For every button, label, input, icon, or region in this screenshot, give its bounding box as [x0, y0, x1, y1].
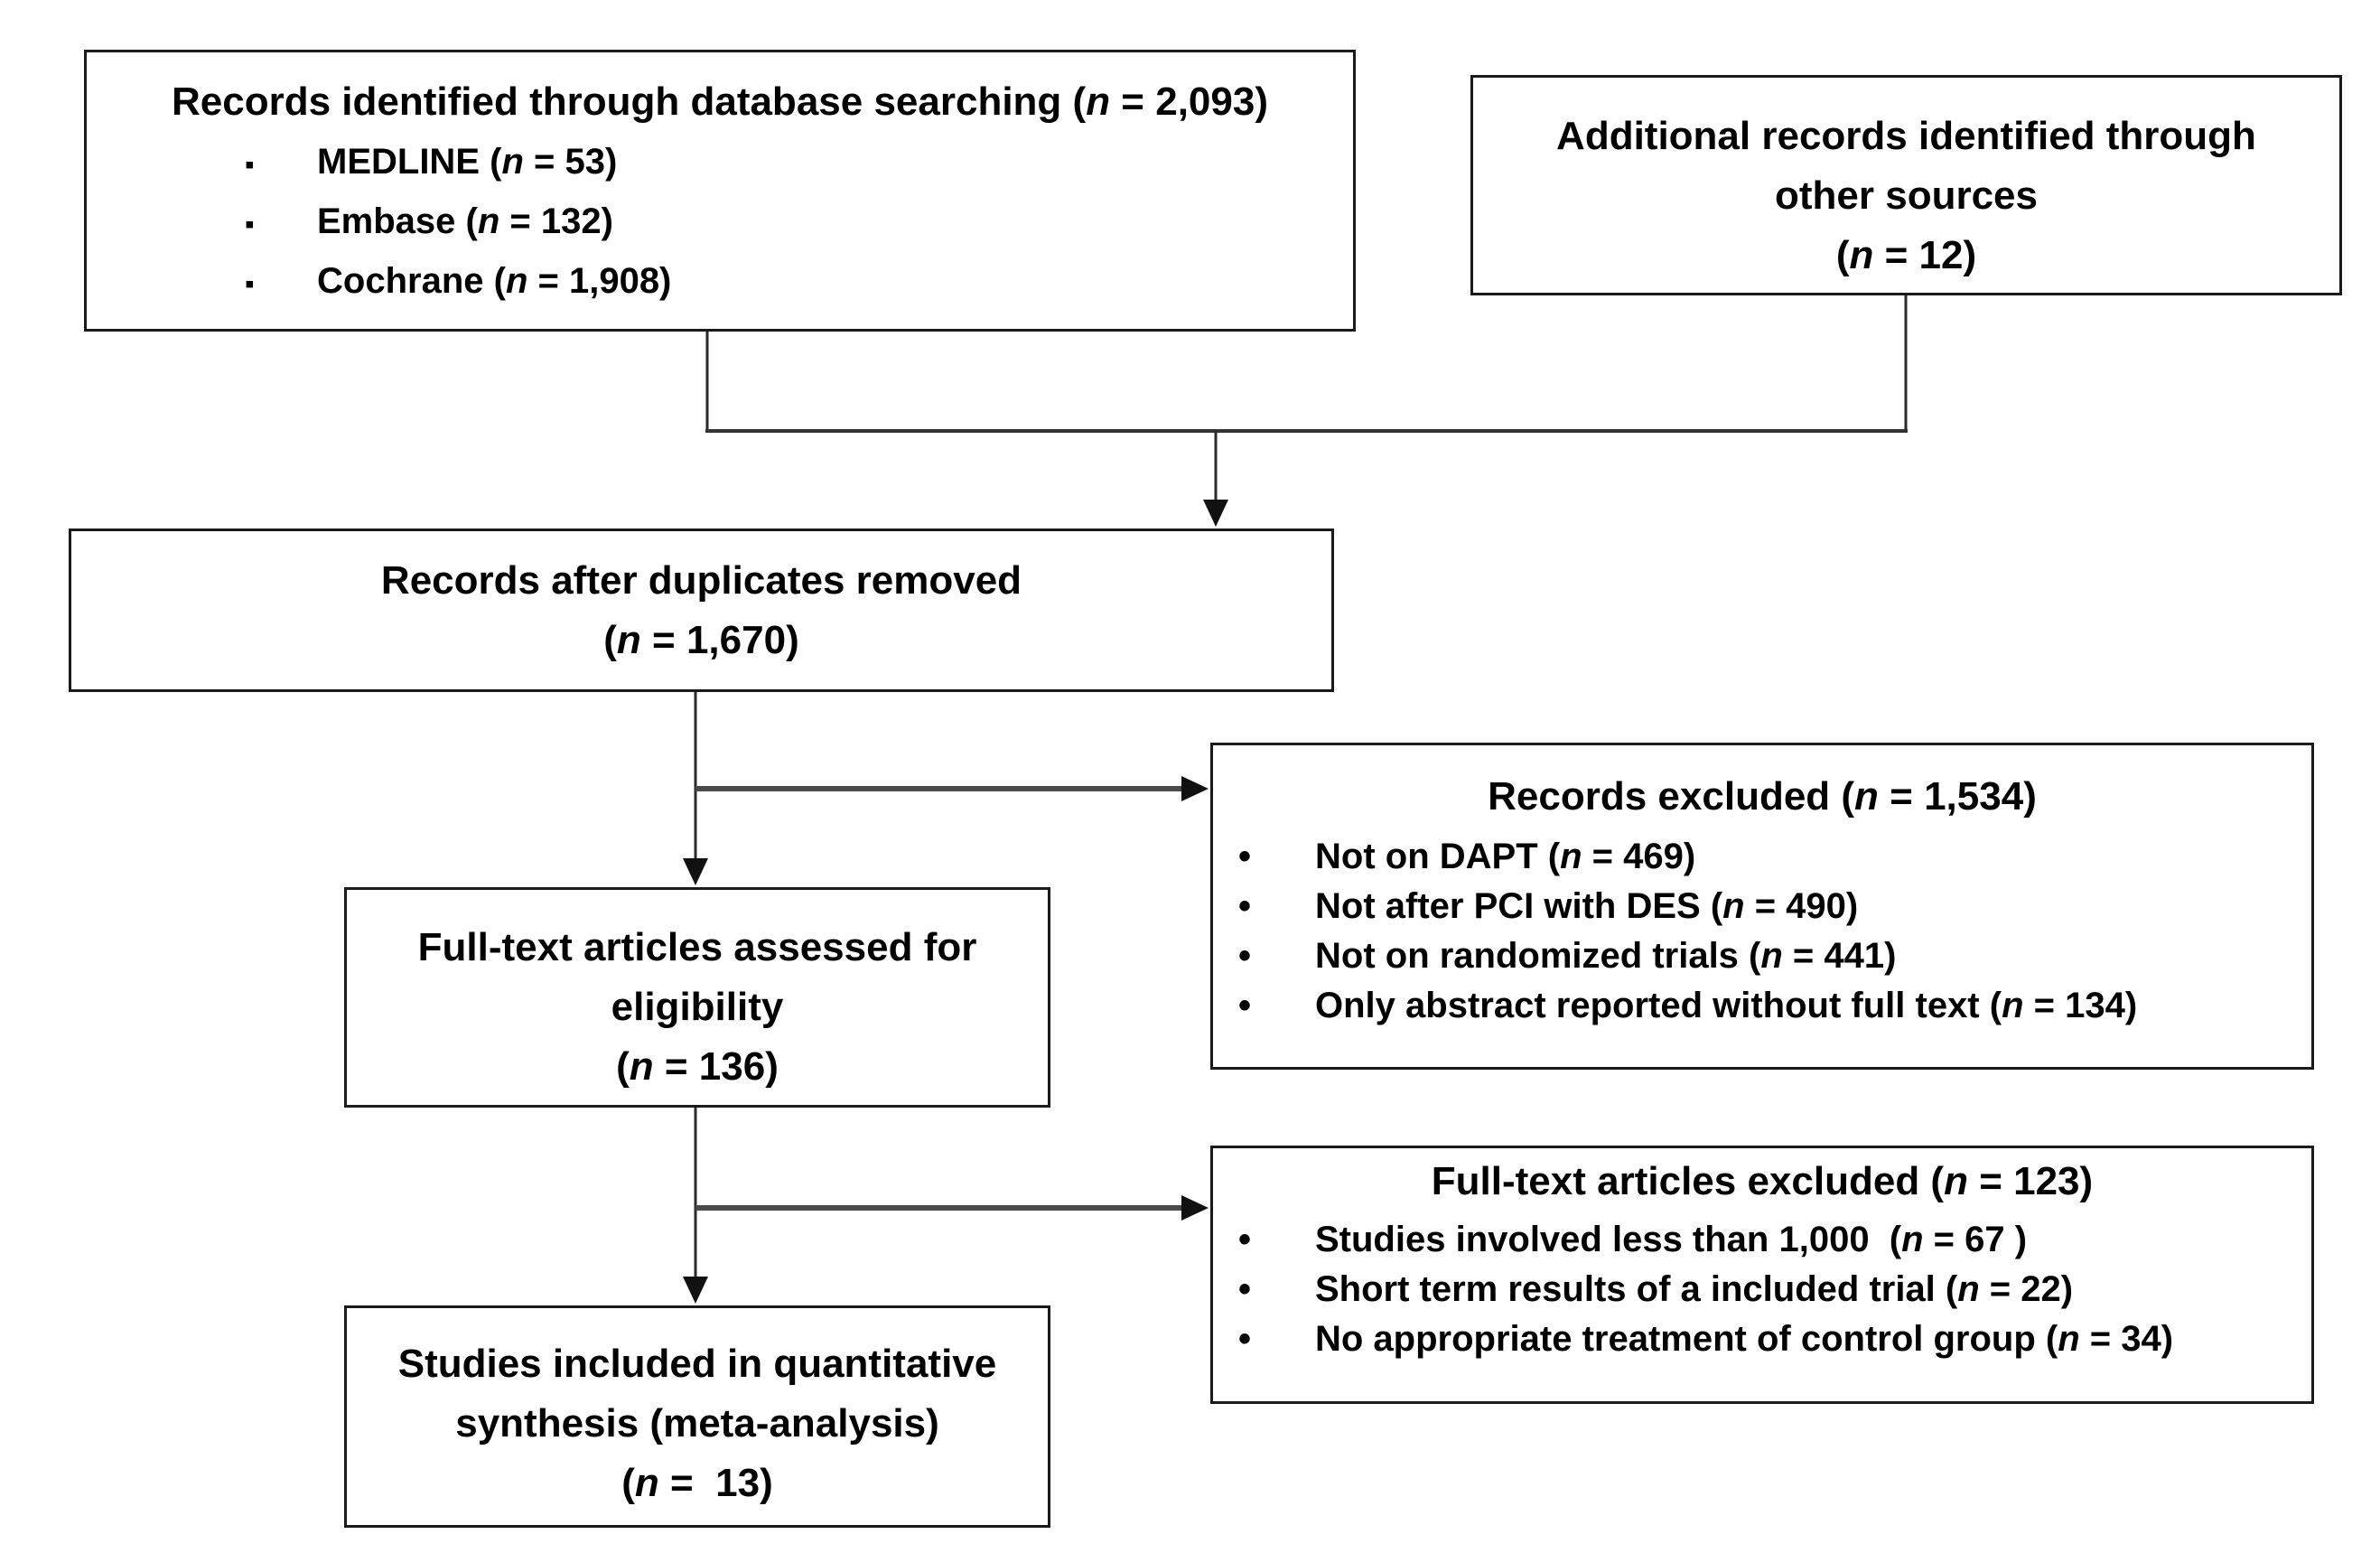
box-additional-records: Additional records identified through ot…: [1470, 75, 2342, 295]
arrowhead-down-included-icon: [683, 1277, 708, 1304]
list-item: • Studies involved less than 1,000 (n = …: [1213, 1215, 2311, 1265]
dot-bullet-icon: •: [1238, 986, 1252, 1025]
list-item-text: Embase (n = 132): [317, 201, 613, 241]
fulltext-excluded-list: • Studies involved less than 1,000 (n = …: [1213, 1215, 2311, 1364]
box-studies-included: Studies included in quantitative synthes…: [344, 1305, 1050, 1528]
list-item: • Not after PCI with DES (n = 490): [1213, 882, 2311, 931]
list-item: • Not on DAPT (n = 469): [1213, 832, 2311, 882]
square-bullet-icon: ▪: [245, 150, 255, 180]
list-item: • No appropriate treatment of control gr…: [1213, 1314, 2311, 1364]
box-records-identified: Records identified through database sear…: [84, 50, 1356, 332]
list-item-text: Only abstract reported without full text…: [1315, 986, 2138, 1025]
list-item-text: Not on randomized trials (n = 441): [1315, 936, 1897, 976]
list-item: • Short term results of a included trial…: [1213, 1265, 2311, 1314]
dot-bullet-icon: •: [1238, 1269, 1252, 1309]
square-bullet-icon: ▪: [245, 210, 255, 239]
list-item: • Not on randomized trials (n = 441): [1213, 931, 2311, 981]
studies-included-count: (n = 13): [621, 1461, 773, 1505]
duplicates-removed-line: Records after duplicates removed: [380, 557, 1022, 603]
box-fulltext-assessed: Full-text articles assessed for eligibil…: [344, 887, 1050, 1108]
duplicates-removed-count: (n = 1,670): [603, 617, 799, 662]
dot-bullet-icon: •: [1238, 886, 1252, 926]
box-records-after-duplicates: Records after duplicates removed (n = 1,…: [69, 529, 1334, 692]
fulltext-assessed-line: Full-text articles assessed for: [417, 925, 977, 969]
list-item-text: Studies involved less than 1,000 (n = 67…: [1315, 1220, 2028, 1259]
studies-included-line: Studies included in quantitative: [397, 1342, 997, 1386]
list-item: ▪ MEDLINE (n = 53): [87, 134, 1353, 193]
list-item-text: Short term results of a included trial (…: [1315, 1269, 2074, 1309]
records-identified-title: Records identified through database sear…: [172, 80, 1268, 124]
list-item-text: Not after PCI with DES (n = 490): [1315, 886, 1859, 926]
fulltext-excluded-title: Full-text articles excluded (n = 123): [1431, 1159, 2094, 1203]
list-item: ▪ Embase (n = 132): [87, 193, 1353, 253]
box-fulltext-excluded: Full-text articles excluded (n = 123) • …: [1210, 1146, 2314, 1404]
fulltext-assessed-line: eligibility: [611, 985, 784, 1029]
list-item-text: No appropriate treatment of control grou…: [1315, 1319, 2174, 1359]
list-item-text: MEDLINE (n = 53): [317, 142, 618, 182]
dot-bullet-icon: •: [1238, 837, 1252, 876]
box-records-excluded: Records excluded (n = 1,534) • Not on DA…: [1210, 743, 2314, 1070]
additional-records-line: Additional records identified through: [1556, 114, 2256, 158]
records-excluded-list: • Not on DAPT (n = 469) • Not after PCI …: [1213, 832, 2311, 1031]
records-identified-list: ▪ MEDLINE (n = 53) ▪ Embase (n = 132) ▪ …: [87, 134, 1353, 313]
additional-records-line: other sources: [1775, 173, 2038, 218]
dot-bullet-icon: •: [1238, 1220, 1252, 1259]
arrowhead-right-fulltext-excluded-icon: [1181, 1195, 1209, 1221]
studies-included-line: synthesis (meta-analysis): [455, 1401, 939, 1445]
list-item-text: Not on DAPT (n = 469): [1315, 837, 1696, 876]
arrowhead-right-records-excluded-icon: [1181, 776, 1209, 801]
records-excluded-title: Records excluded (n = 1,534): [1488, 774, 2037, 819]
list-item-text: Cochrane (n = 1,908): [317, 261, 672, 301]
fulltext-assessed-count: (n = 136): [616, 1044, 779, 1089]
dot-bullet-icon: •: [1238, 936, 1252, 976]
arrowhead-down-duplicates-icon: [1203, 500, 1228, 527]
arrowhead-down-assessed-icon: [683, 858, 708, 885]
square-bullet-icon: ▪: [245, 269, 255, 299]
list-item: • Only abstract reported without full te…: [1213, 981, 2311, 1031]
dot-bullet-icon: •: [1238, 1319, 1252, 1359]
list-item: ▪ Cochrane (n = 1,908): [87, 253, 1353, 313]
additional-records-count: (n = 12): [1835, 233, 1977, 277]
